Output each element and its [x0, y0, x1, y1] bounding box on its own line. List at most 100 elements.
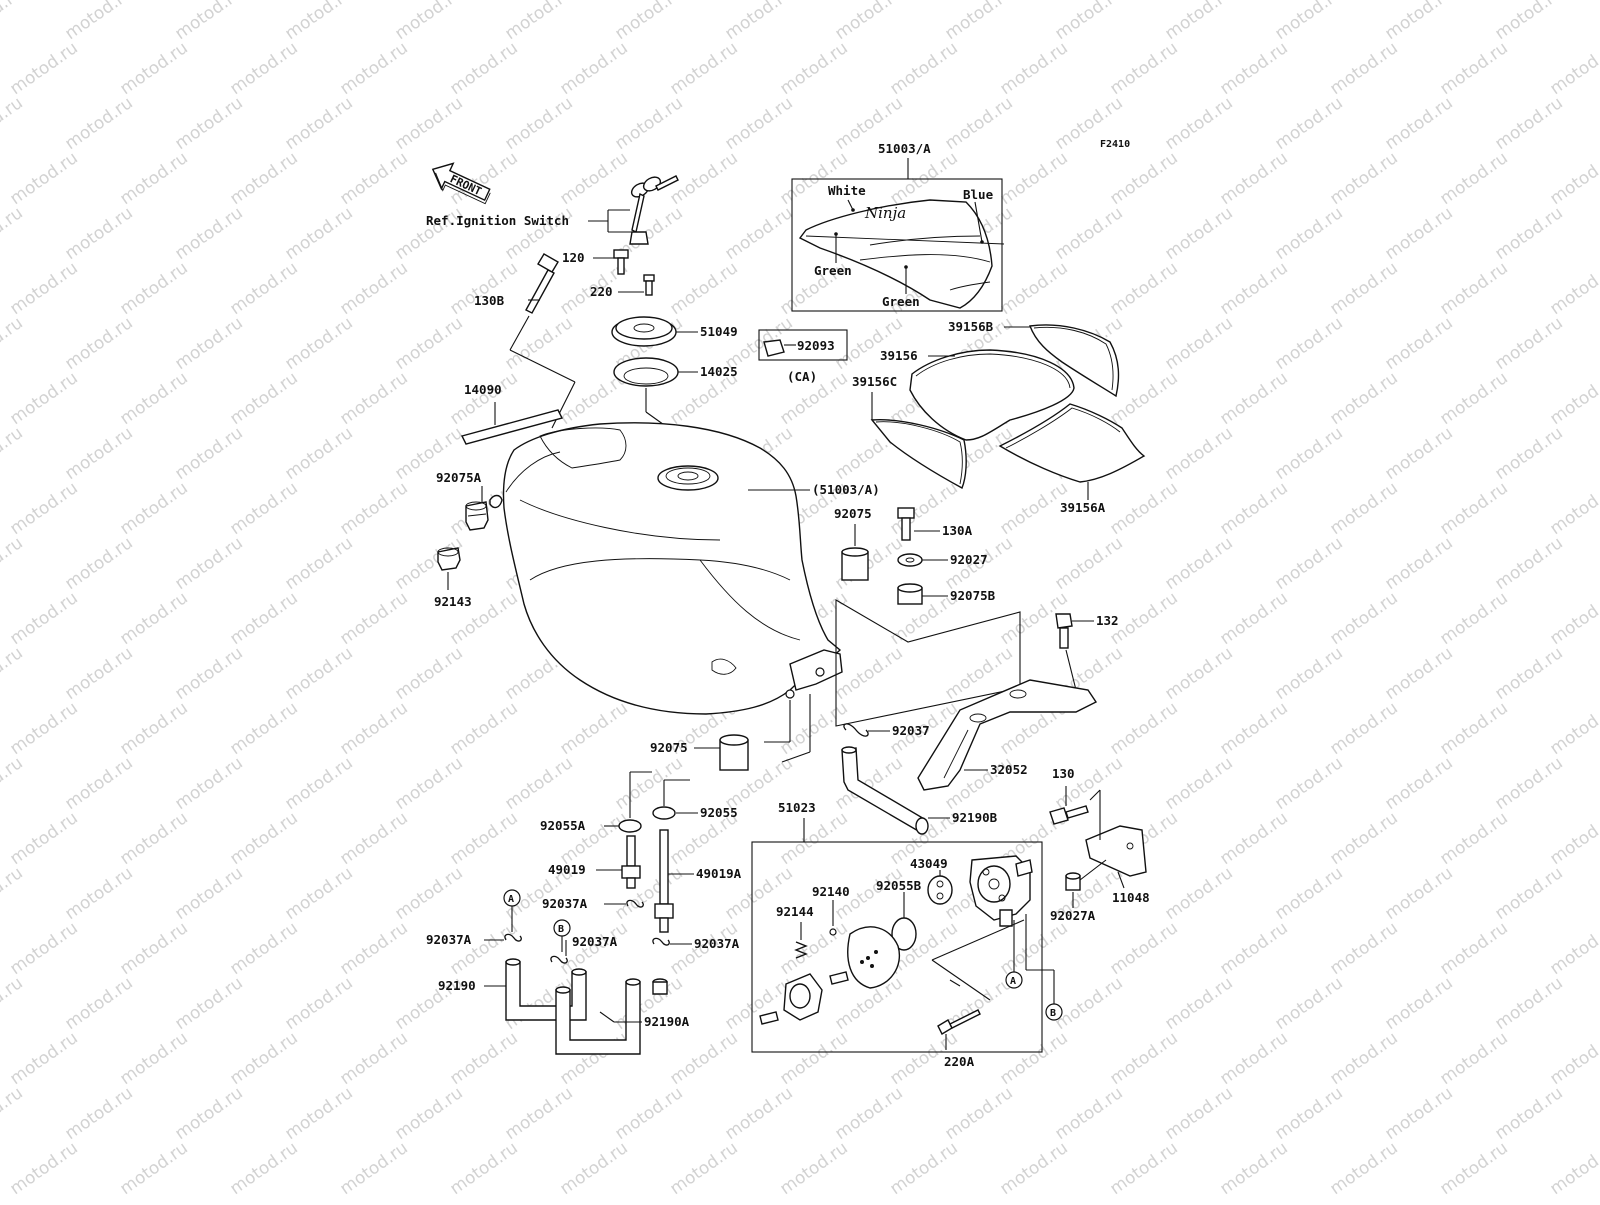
label-220a: 220A: [944, 1054, 975, 1069]
watermark-text: motod.ru: [776, 1028, 851, 1089]
watermark-text: motod.ru: [0, 93, 27, 154]
watermark-text: motod.ru: [391, 863, 466, 924]
damper-92075-lower-icon: [719, 734, 749, 771]
watermark-text: motod.ru: [1491, 643, 1566, 704]
marker-b-right: B: [1045, 1003, 1063, 1021]
label-92093: 92093: [797, 338, 835, 353]
label-39156c: 39156C: [852, 374, 897, 389]
watermark-text: motod.ru: [226, 368, 301, 429]
watermark-text: motod.ru: [61, 203, 136, 264]
watermark-text: motod.ru: [0, 973, 27, 1034]
watermark-text: motod.ru: [61, 863, 136, 924]
knee-pad-39156-icon: [909, 349, 1075, 441]
watermark-text: motod.ru: [1491, 753, 1566, 814]
watermark-text: motod.ru: [116, 258, 191, 319]
ring-14025-icon: [613, 357, 679, 387]
watermark-text: motod.ru: [116, 698, 191, 759]
label-92140: 92140: [812, 884, 850, 899]
watermark-text: motod.ru: [336, 698, 411, 759]
watermark-text: motod.ru: [1546, 368, 1600, 429]
watermark-text: motod.ru: [0, 423, 27, 484]
watermark-text: motod.ru: [776, 698, 851, 759]
watermark-text: motod.ru: [1326, 808, 1401, 869]
svg-text:A: A: [508, 894, 514, 905]
ignition-key-icon: [630, 175, 679, 234]
watermark-text: motod.ru: [1326, 1138, 1401, 1199]
label-92037a-left: 92037A: [426, 932, 472, 947]
watermark-text: motod.ru: [171, 753, 246, 814]
bolt-130a-icon: [897, 507, 915, 541]
damper-92075-upper-icon: [841, 547, 869, 581]
gasket-43049-icon: [927, 875, 953, 905]
box-51023: [751, 841, 1043, 1053]
watermark-text: motod.ru: [281, 973, 356, 1034]
watermark-text: motod.ru: [0, 643, 27, 704]
watermark-text: motod.ru: [226, 1138, 301, 1199]
watermark-text: motod.ru: [1436, 478, 1511, 539]
watermark-text: motod.ru: [391, 313, 466, 374]
watermark-text: motod.ru: [336, 1138, 411, 1199]
label-11048: 11048: [1112, 890, 1150, 905]
label-14025: 14025: [700, 364, 738, 379]
watermark-text: motod.ru: [61, 423, 136, 484]
watermark-text: motod.ru: [6, 148, 81, 209]
watermark-text: motod.ru: [0, 313, 27, 374]
pipe-49019-icon: [621, 835, 641, 889]
watermark-text: motod.ru: [0, 1083, 27, 1144]
label-92190a: 92190A: [644, 1014, 690, 1029]
cap-92143-icon: [437, 547, 461, 571]
watermark-text: motod.ru: [1436, 38, 1511, 99]
watermark-text: motod.ru: [1546, 38, 1600, 99]
watermark-text: motod.ru: [1271, 533, 1346, 594]
watermark-text: motod.ru: [1436, 918, 1511, 979]
spring-92144-icon: [794, 941, 808, 959]
label-130: 130: [1052, 766, 1075, 781]
label-39156b: 39156B: [948, 319, 994, 334]
watermark-text: motod.ru: [1216, 38, 1291, 99]
watermark-text: motod.ru: [611, 93, 686, 154]
watermark-text: motod.ru: [1326, 38, 1401, 99]
watermark-text: motod.ru: [776, 38, 851, 99]
clip-92037a-mid-icon: [550, 955, 568, 964]
watermark-text: motod.ru: [1381, 1083, 1456, 1144]
watermark-text: motod.ru: [116, 478, 191, 539]
label-white: White: [828, 183, 866, 198]
watermark-text: motod.ru: [1051, 533, 1126, 594]
screw-220a-icon: [937, 1009, 981, 1035]
watermark-text: motod.ru: [1271, 643, 1346, 704]
watermark-text: motod.ru: [1106, 148, 1181, 209]
watermark-text: motod.ru: [1546, 808, 1600, 869]
watermark-text: motod.ru: [1216, 258, 1291, 319]
figure-code: F2410: [1100, 139, 1130, 150]
watermark-text: motod.ru: [171, 0, 246, 44]
watermark-text: motod.ru: [1271, 313, 1346, 374]
watermark-text: motod.ru: [1106, 478, 1181, 539]
watermark-text: motod.ru: [1381, 423, 1456, 484]
label-92037a-mid: 92037A: [572, 934, 618, 949]
watermark-text: motod.ru: [446, 698, 521, 759]
label-92055b: 92055B: [876, 878, 922, 893]
label-92037a-right: 92037A: [694, 936, 740, 951]
watermark-text: motod.ru: [281, 533, 356, 594]
label-14090: 14090: [464, 382, 502, 397]
watermark-text: motod.ru: [116, 38, 191, 99]
watermark-text: motod.ru: [281, 423, 356, 484]
label-ca: (CA): [787, 369, 817, 384]
watermark-text: motod.ru: [336, 808, 411, 869]
watermark-text: motod.ru: [831, 0, 906, 44]
lock-cap-icon: [629, 231, 649, 245]
watermark-text: motod.ru: [281, 753, 356, 814]
label-49019: 49019: [548, 862, 586, 877]
watermark-text: motod.ru: [556, 1138, 631, 1199]
label-92075a: 92075A: [436, 470, 482, 485]
watermark-text: motod.ru: [1546, 478, 1600, 539]
watermark-text: motod.ru: [171, 313, 246, 374]
watermark-text: motod.ru: [61, 1083, 136, 1144]
watermark-text: motod.ru: [0, 863, 27, 924]
watermark-text: motod.ru: [6, 478, 81, 539]
watermark-text: motod.ru: [1436, 1028, 1511, 1089]
bolt-130-icon: [1049, 805, 1089, 825]
watermark-text: motod.ru: [1161, 863, 1236, 924]
watermark-text: motod.ru: [1051, 203, 1126, 264]
svg-text:A: A: [1010, 976, 1016, 987]
